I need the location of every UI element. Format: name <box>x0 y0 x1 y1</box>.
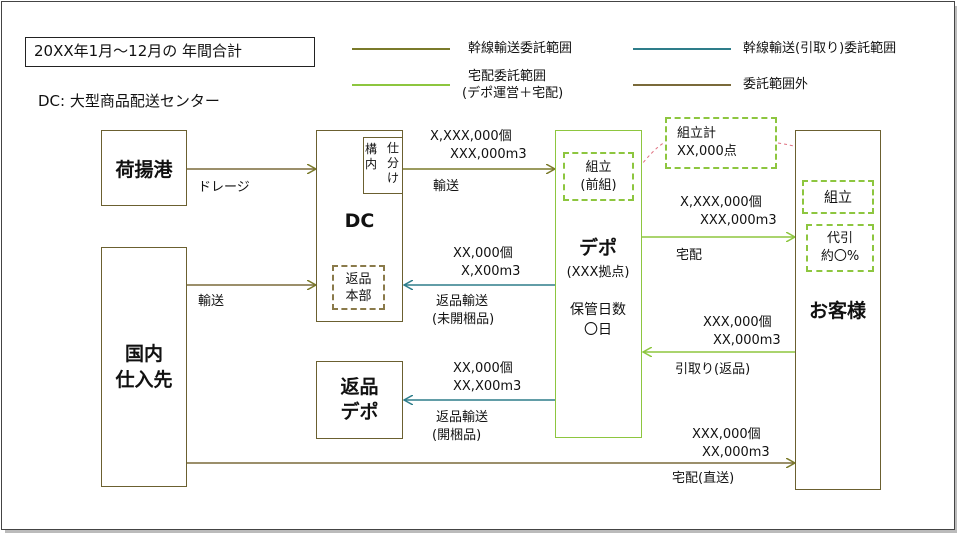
assembly-total-value: XX,000点 <box>677 144 737 159</box>
label-return-depot-2: (開梱品) <box>432 428 482 443</box>
returns-hq-label-1: 返品 <box>345 271 372 287</box>
label-return-dc-2: (未開梱品) <box>432 312 495 327</box>
label-direct-qty1: XXX,000個 <box>692 427 761 442</box>
label-return-depot-qty1: XX,000個 <box>453 361 513 376</box>
cod-label-2: 約〇% <box>820 249 860 264</box>
node-returns-depot: 返品 デポ <box>316 361 403 439</box>
dc-sorting-side-2: 内 <box>365 157 378 171</box>
dc-sorting-label-2: 分 <box>387 156 400 170</box>
dc-sorting-box: 構 内 仕 分 け <box>363 137 403 194</box>
node-supplier-label-2: 仕入先 <box>115 369 173 391</box>
label-dredge: ドレージ <box>198 180 250 195</box>
legend-label-pickup-trunk: 幹線輸送(引取り)委託範囲 <box>743 41 897 56</box>
depot-title: デポ <box>578 237 617 259</box>
label-transport-supplier: 輸送 <box>198 294 225 309</box>
legend-label-delivery-2: (デポ運営＋宅配) <box>462 86 564 101</box>
label-direct: 宅配(直送) <box>672 471 735 486</box>
legend-label-out-of-scope: 委託範囲外 <box>743 77 809 92</box>
label-dc-depot-qty2: XXX,000m3 <box>450 147 527 162</box>
node-port-label: 荷揚港 <box>115 158 173 181</box>
assembly-total-label: 組立計 <box>677 126 717 141</box>
depot-subtitle: (XXX拠点) <box>566 265 630 280</box>
pre-assembly-box: 組立 (前組) <box>563 152 634 201</box>
label-dc-depot-qty1: X,XXX,000個 <box>430 129 512 144</box>
node-domestic-supplier: 国内 仕入先 <box>101 247 187 487</box>
legend-line-delivery <box>352 84 450 86</box>
label-dc-depot-transport: 輸送 <box>433 179 460 194</box>
customer-assembly-box: 組立 <box>802 180 874 214</box>
node-dc-label: DC <box>344 210 375 232</box>
legend-line-out-of-scope <box>633 84 731 86</box>
dc-sorting-label-1: 仕 <box>387 141 400 155</box>
label-return-dc-1: 返品輸送 <box>436 294 489 309</box>
legend-line-pickup-trunk <box>633 48 731 50</box>
depot-storage-days-1: 保管日数 <box>570 302 626 318</box>
period-title: 20XX年1月～12月の 年間合計 <box>25 37 315 67</box>
label-pickup-qty1: XXX,000個 <box>703 315 772 330</box>
customer-assembly-label: 組立 <box>824 190 852 206</box>
dc-sorting-side-1: 構 <box>365 142 378 156</box>
label-return-dc-qty2: X,X00m3 <box>461 264 521 279</box>
returns-hq-box: 返品 本部 <box>332 265 385 310</box>
label-return-depot-1: 返品輸送 <box>436 410 489 425</box>
dc-note: DC: 大型商品配送センター <box>38 92 220 110</box>
node-port: 荷揚港 <box>101 130 187 206</box>
label-pickup-qty2: XX,000m3 <box>713 333 781 348</box>
returns-hq-label-2: 本部 <box>345 288 372 304</box>
label-delivery: 宅配 <box>676 248 703 263</box>
pre-assembly-label-2: (前組) <box>580 177 617 193</box>
node-supplier-label-1: 国内 <box>124 343 163 365</box>
label-delivery-qty1: X,XXX,000個 <box>680 195 762 210</box>
pre-assembly-label-1: 組立 <box>585 159 612 175</box>
label-return-dc-qty1: XX,000個 <box>453 246 513 261</box>
assembly-total-box: 組立計 XX,000点 <box>665 117 777 169</box>
legend-line-trunk <box>352 48 450 50</box>
cod-box: 代引 約〇% <box>806 224 874 272</box>
customer-label: お客様 <box>808 300 866 322</box>
cod-label-1: 代引 <box>826 231 853 246</box>
label-delivery-qty2: XXX,000m3 <box>700 213 777 228</box>
depot-storage-days-2: 〇日 <box>584 322 612 338</box>
dc-sorting-label-3: け <box>387 171 400 185</box>
label-return-depot-qty2: XX,X00m3 <box>453 379 522 394</box>
returns-depot-label-1: 返品 <box>340 376 379 398</box>
label-direct-qty2: XX,000m3 <box>702 445 770 460</box>
returns-depot-label-2: デポ <box>340 401 379 423</box>
legend-label-delivery-1: 宅配委託範囲 <box>468 69 547 84</box>
label-pickup: 引取り(返品) <box>675 362 751 377</box>
legend-label-trunk: 幹線輸送委託範囲 <box>468 41 573 56</box>
